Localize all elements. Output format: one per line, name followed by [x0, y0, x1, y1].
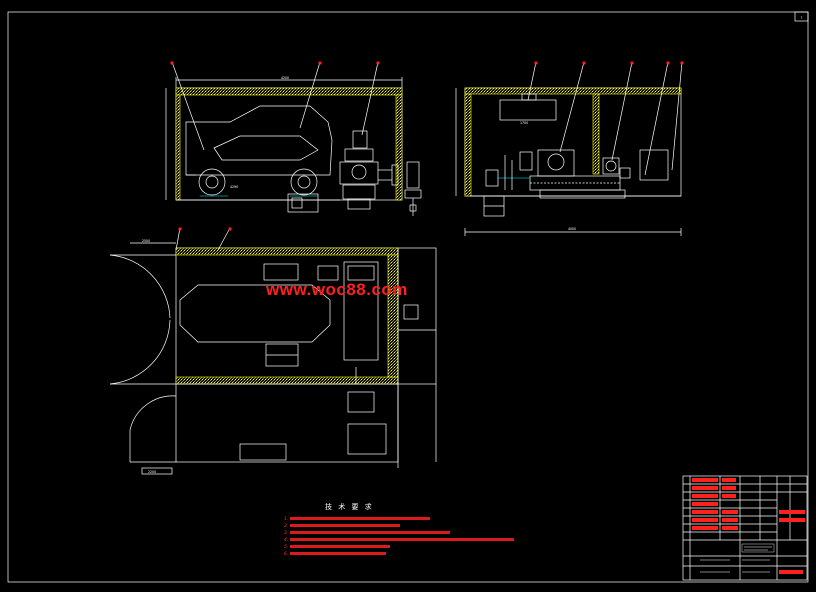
- watermark-text: www.woc88.com: [265, 280, 408, 299]
- title-block: [682, 475, 808, 581]
- note-line: 4.: [284, 537, 288, 543]
- svg-text:2500: 2500: [142, 239, 150, 243]
- svg-text:4000: 4000: [568, 227, 576, 231]
- notes-title: 技 术 要 求: [325, 502, 374, 511]
- svg-text:4200: 4200: [281, 76, 289, 80]
- sheet-border: ?: [7, 11, 809, 583]
- elevation-view-left: 4200 4290: [165, 61, 422, 216]
- note-line: 1.: [284, 516, 288, 522]
- notes-list: 1. 2. 3. 4. 5. 6.: [284, 516, 514, 557]
- note-line: 6.: [284, 551, 288, 557]
- note-line: 3.: [284, 530, 288, 536]
- note-line: 2.: [284, 523, 288, 529]
- note-line: 5.: [284, 544, 288, 550]
- technical-notes: 技 术 要 求 1. 2. 3. 4. 5. 6.: [284, 502, 514, 557]
- svg-text:?: ?: [801, 16, 803, 20]
- svg-text:2200: 2200: [148, 470, 156, 474]
- floor-plan: 2500 2200: [109, 227, 437, 475]
- svg-text:4290: 4290: [230, 185, 238, 189]
- svg-text:1700: 1700: [520, 121, 528, 125]
- section-view-right: 4000 1700: [455, 61, 684, 236]
